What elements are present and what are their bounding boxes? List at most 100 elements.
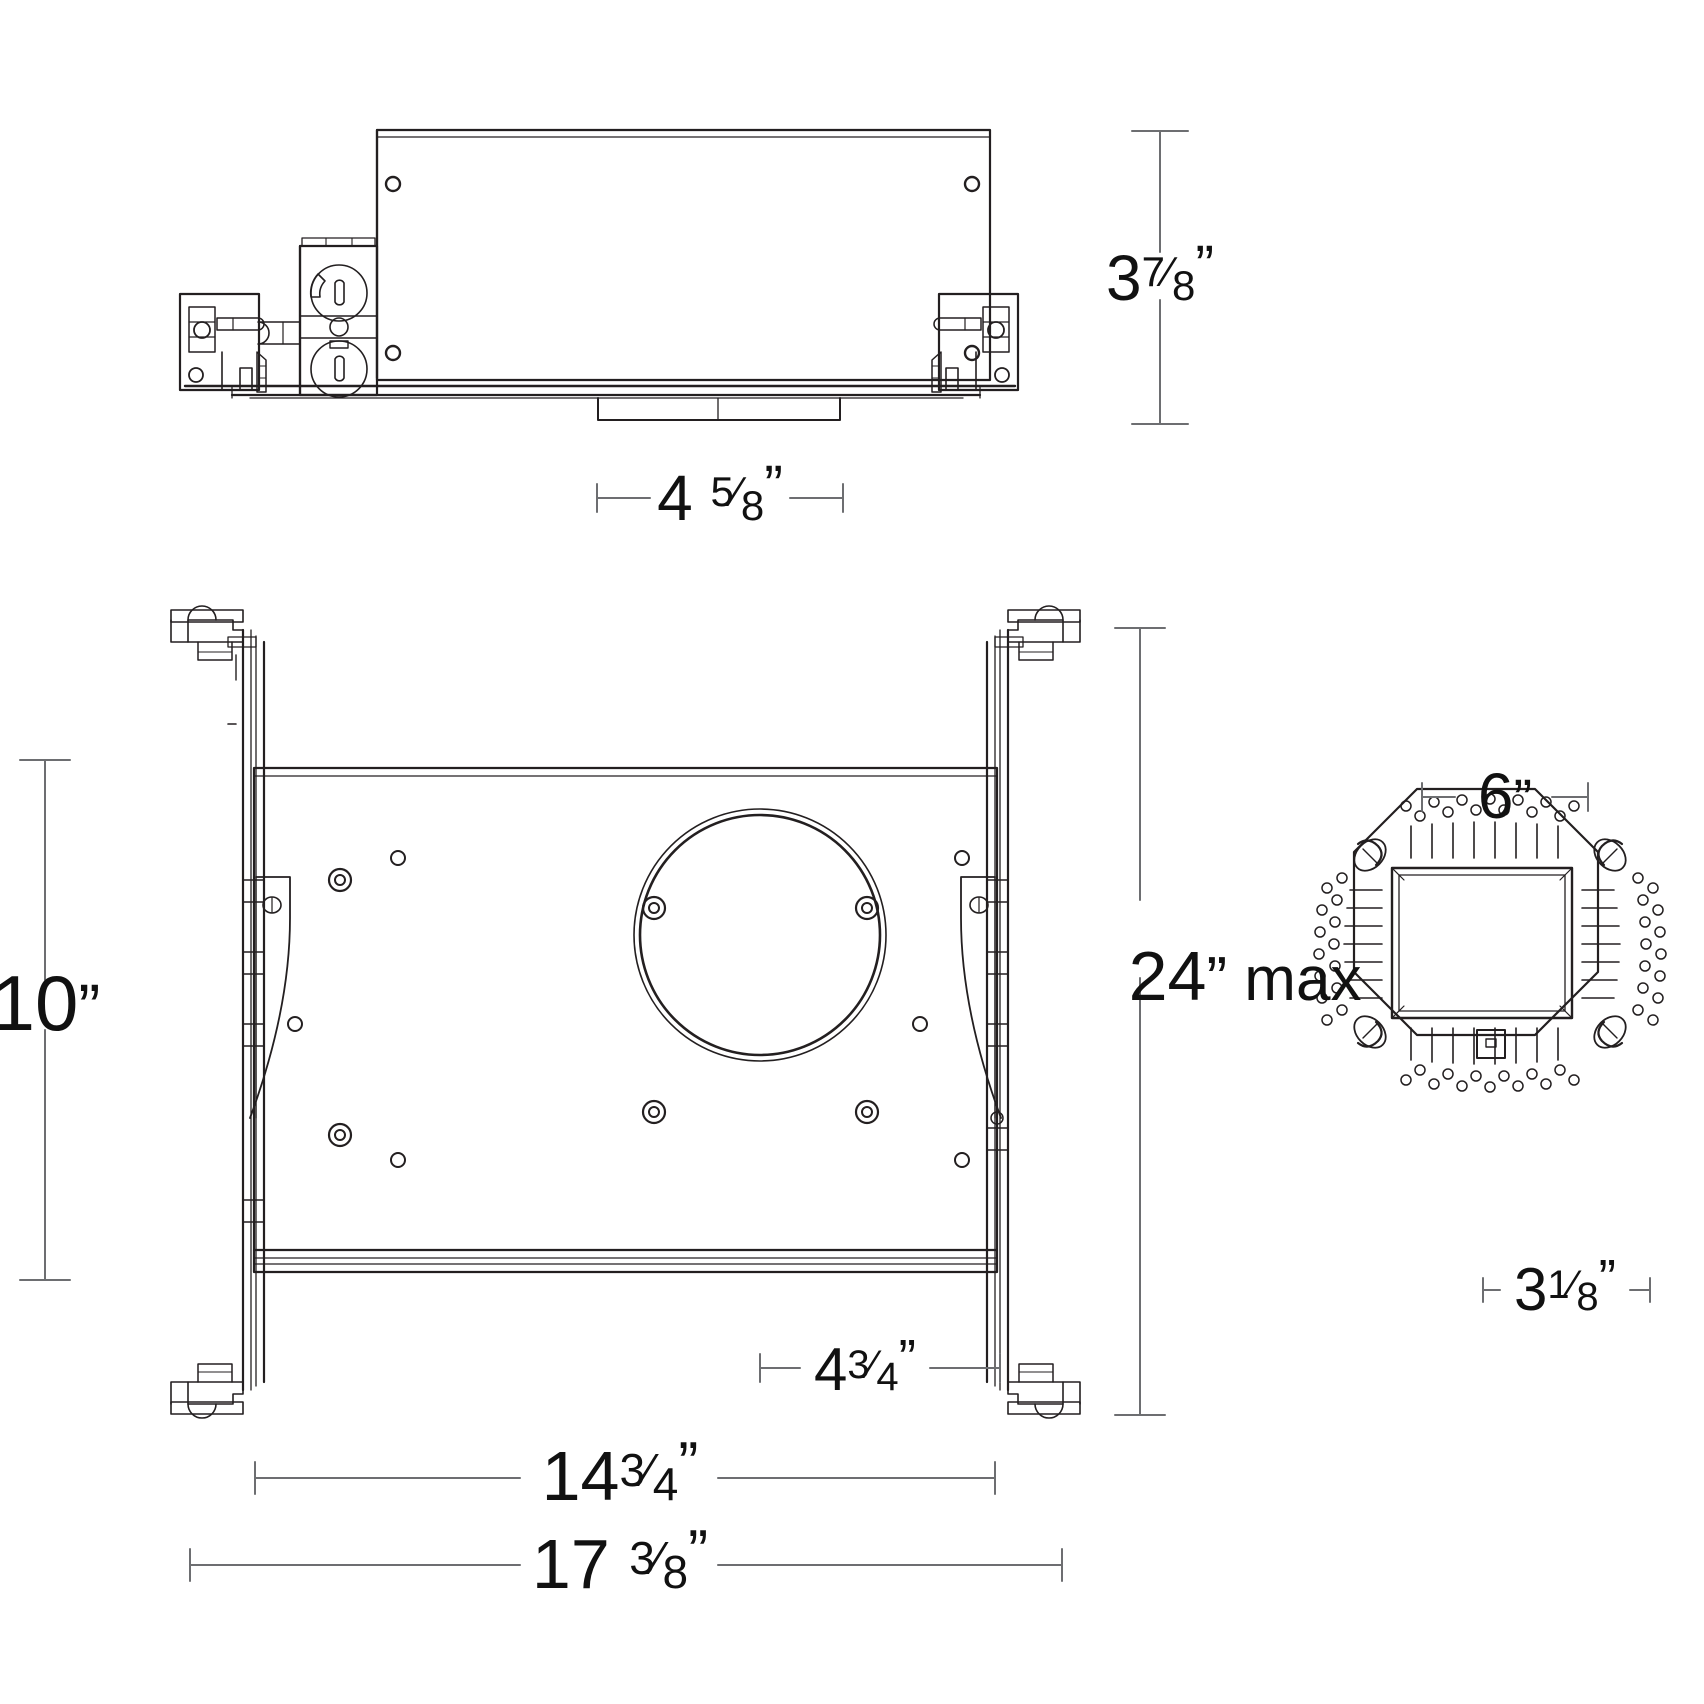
rail-clip-plate: [170, 609, 244, 623]
bracket-tab-line: [258, 365, 267, 379]
label-plate-box: [1476, 1029, 1506, 1059]
trim-perimeter-holes-bottom: [1400, 1064, 1580, 1093]
housing-screw-hole: [963, 175, 981, 193]
rail-clip-foot: [1018, 1363, 1054, 1383]
rail-clip-edge: [170, 619, 189, 643]
rail-notch: [986, 951, 1009, 975]
aperture-mount-rivets: [641, 895, 880, 1125]
rivet: [641, 1099, 667, 1125]
gusset-hole: [969, 896, 989, 914]
trim-spring-clip-bottom-left: [1353, 1015, 1387, 1049]
dimension-overall-width: [189, 1548, 1063, 1582]
bracket-plate: [937, 292, 1020, 392]
rail-clip-plate: [1007, 609, 1081, 623]
pan-gusset-left: [249, 876, 291, 1119]
rivet: [854, 1099, 880, 1125]
dimension-inner-offset: [759, 1353, 1001, 1383]
rail-clip-edge: [1062, 619, 1081, 643]
rail-clip-edge: [1062, 1381, 1081, 1405]
rail-notch: [986, 1023, 1009, 1047]
junction-box: [257, 237, 379, 398]
trim-vent-slots-left: [1343, 889, 1383, 999]
rivet: [327, 1122, 353, 1148]
dimension-label-trim-width: 6”: [1478, 760, 1532, 832]
rivet: [327, 867, 353, 893]
rail-clip-notch: [1034, 605, 1064, 621]
rail-notch: [242, 1199, 265, 1223]
dimension-label-housing-depth: 4 5⁄8”: [657, 453, 783, 534]
rail-notch: [242, 951, 265, 975]
trim-perimeter-holes-right: [1632, 872, 1667, 1026]
trim-label-plate: [1476, 1029, 1506, 1059]
dimension-label-inner-offset: 43⁄4”: [814, 1330, 916, 1403]
bracket-pin: [933, 317, 982, 331]
bracket-screw-hole: [188, 367, 204, 383]
right-rail-assembly: [985, 605, 1081, 1419]
housing-screw-hole: [963, 344, 981, 362]
dimension-bar-span-max: [1114, 627, 1166, 1416]
housing-screw-hole: [384, 175, 402, 193]
bracket-pivot-hole: [987, 321, 1005, 339]
pan-plate-holes: [287, 850, 970, 1168]
trim-outer-octagon: [1352, 787, 1600, 1037]
gusset-hole: [262, 896, 282, 914]
junction-box-lid: [301, 237, 376, 247]
pan-hole: [287, 1016, 303, 1032]
pan-hole: [954, 1152, 970, 1168]
dimension-label-frame-height: 10”: [0, 959, 100, 1047]
bracket-pivot-hole: [193, 321, 211, 339]
rail-clip-foot: [1018, 641, 1054, 661]
trim-aperture-corner-chamfer: [1391, 867, 1573, 1019]
plan-bottom-view: [170, 605, 1081, 1419]
dimension-frame-height: [19, 759, 71, 1281]
pan-hole: [390, 850, 406, 866]
trim-vent-slots-bottom: [1410, 1027, 1559, 1065]
keyhole-slot: [334, 355, 345, 382]
rail-clip-notch: [187, 605, 217, 621]
pan-plate-outline: [252, 766, 999, 1274]
bracket-tab-line: [931, 365, 940, 379]
pan-hole: [390, 1152, 406, 1168]
bracket-hook: [221, 351, 253, 391]
rail-clip-notch: [1034, 1403, 1064, 1419]
dimension-label-plate-width: 143⁄4”: [542, 1430, 699, 1515]
bracket-tab: [931, 351, 942, 393]
junction-box-center-hole: [329, 317, 349, 337]
bracket-pin: [216, 317, 265, 331]
aperture-circle: [638, 813, 882, 1057]
rail-notch: [986, 1127, 1009, 1151]
rail-clip-edge: [170, 1381, 189, 1405]
keyhole-slot: [334, 279, 345, 306]
trim-plate-detail-view: [1313, 787, 1667, 1093]
dimension-trim-width: [1421, 782, 1589, 812]
trim-vent-slots-right: [1581, 889, 1621, 999]
aperture-circle-outer: [633, 808, 887, 1062]
trim-spring-clip-bottom-right: [1593, 1015, 1627, 1049]
pan-hole: [954, 850, 970, 866]
mounting-bracket-left: [178, 292, 267, 393]
trim-spring-clip-top-right: [1593, 838, 1627, 872]
bracket-plate: [178, 292, 261, 392]
rail-clip-plate: [170, 1401, 244, 1415]
side-elevation-view: [178, 128, 1020, 421]
label-plate-inner: [1485, 1038, 1497, 1048]
rail-clip-foot: [197, 1363, 233, 1383]
bracket-screw-hole: [994, 367, 1010, 383]
flange-end-cap: [231, 385, 981, 399]
rail-clip-foot: [197, 641, 233, 661]
trim-vent-slots-top: [1410, 821, 1559, 859]
gusset-profile: [960, 876, 1002, 1119]
housing-screw-hole: [384, 344, 402, 362]
knockout-tab: [329, 340, 349, 349]
rail-clip-plate: [1007, 1401, 1081, 1415]
gusset-profile: [249, 876, 291, 1119]
pan-hole: [912, 1016, 928, 1032]
junction-box-lid-divider: [325, 237, 353, 247]
bottom-center-boss: [597, 397, 841, 421]
rail-notch: [242, 1023, 265, 1047]
bracket-tab: [256, 351, 267, 393]
rail-clip-slot: [994, 636, 1024, 648]
trim-perimeter-holes-left: [1313, 872, 1348, 1026]
